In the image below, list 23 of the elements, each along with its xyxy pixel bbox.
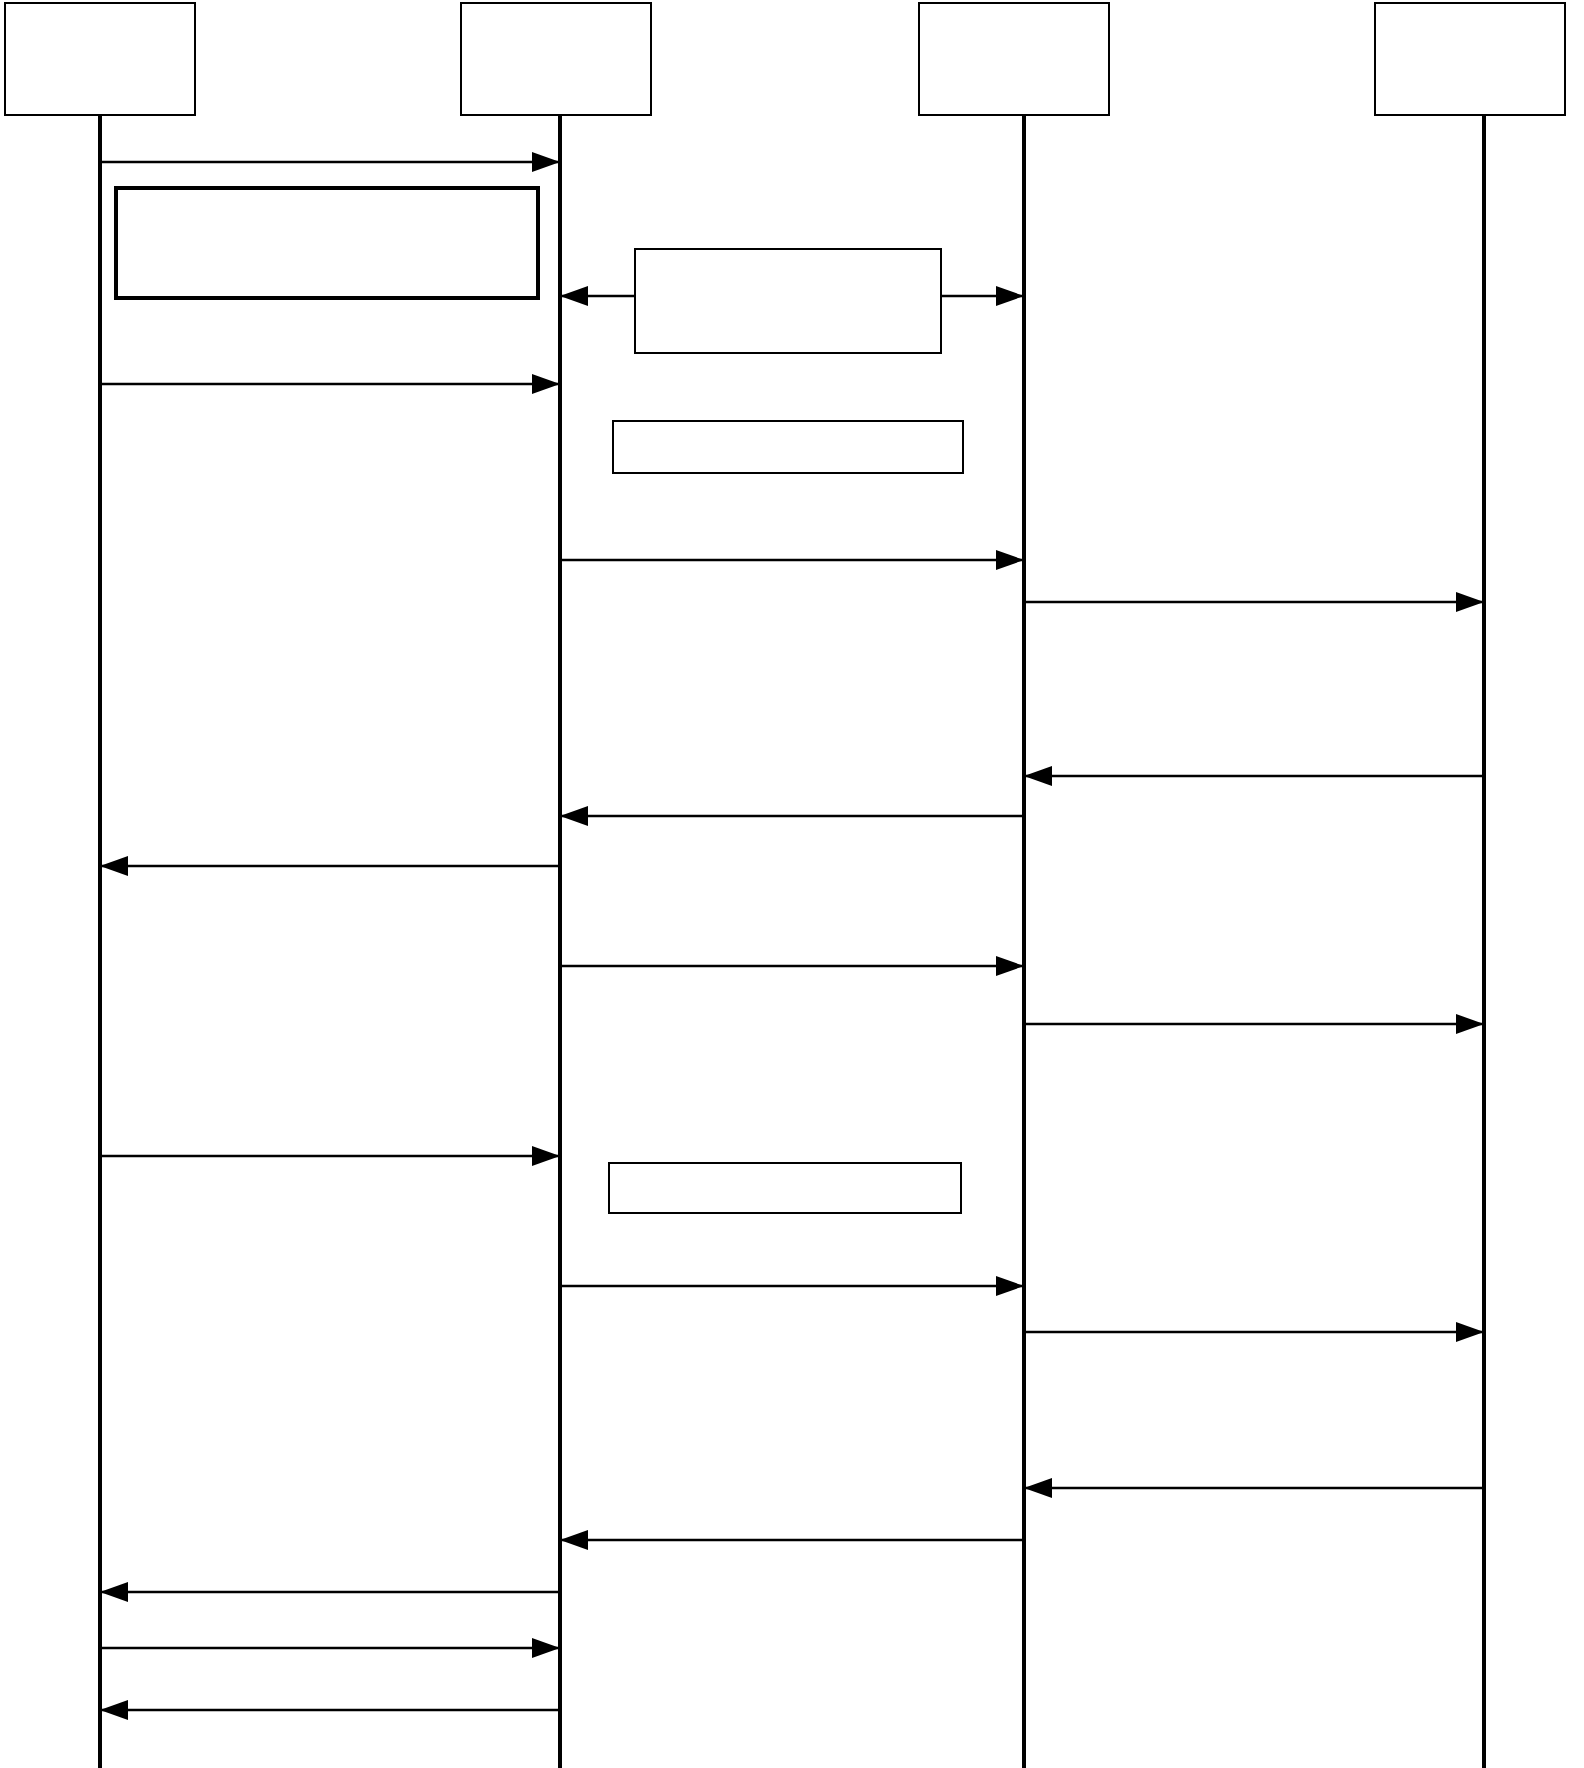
message-arrow <box>1024 766 1482 786</box>
message-arrow <box>102 1146 560 1166</box>
message-arrow <box>1026 1322 1484 1342</box>
message-arrow <box>562 956 1024 976</box>
message-arrow <box>560 286 634 306</box>
message-arrow <box>1026 1014 1484 1034</box>
note-box <box>114 186 540 300</box>
message-arrow <box>1024 1478 1482 1498</box>
message-arrow <box>560 1530 1022 1550</box>
message-arrow <box>102 1638 560 1658</box>
message-arrow <box>100 1700 558 1720</box>
message-arrow <box>102 152 560 172</box>
message-arrow <box>942 286 1024 306</box>
note-box <box>634 248 942 354</box>
note-box <box>612 420 964 474</box>
message-arrow <box>102 374 560 394</box>
message-arrow <box>562 1276 1024 1296</box>
message-arrow <box>100 856 558 876</box>
message-arrow <box>1026 592 1484 612</box>
note-box <box>608 1162 962 1214</box>
message-arrow <box>560 806 1022 826</box>
message-arrow <box>562 550 1024 570</box>
message-arrow <box>100 1582 558 1602</box>
